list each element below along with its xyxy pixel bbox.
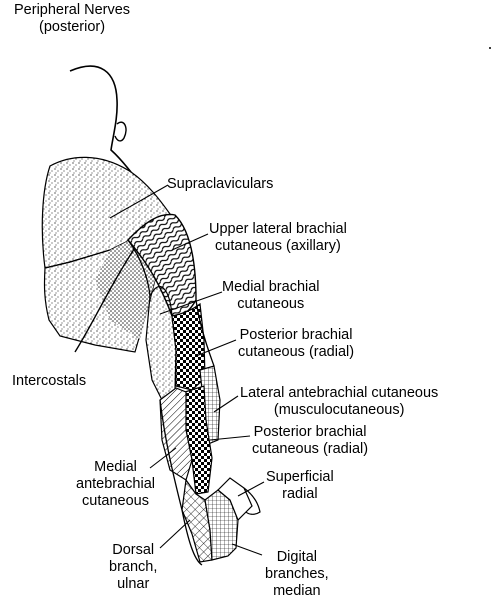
label-medial-brachial-line-1: Medial brachial — [222, 279, 320, 296]
label-posterior-brachial-2: Posterior brachial cutaneous (radial) — [252, 424, 368, 458]
label-superficial-radial-line-2: radial — [266, 486, 334, 503]
label-upper-lateral-brachial-line-2: cutaneous (axillary) — [209, 238, 347, 255]
label-superficial-radial-line-1: Superficial — [266, 469, 334, 486]
label-medial-antebrachial: Medial antebrachial cutaneous — [76, 459, 155, 510]
label-upper-lateral-brachial: Upper lateral brachial cutaneous (axilla… — [209, 221, 347, 255]
label-lateral-antebrachial-line-2: (musculocutaneous) — [240, 402, 438, 419]
head-outline — [70, 66, 131, 172]
label-digital-branches-median-line-3: median — [265, 583, 329, 600]
label-dorsal-branch-ulnar: Dorsal branch, ulnar — [109, 542, 157, 593]
label-digital-branches-median: Digital branches, median — [265, 549, 329, 600]
label-lateral-antebrachial-line-1: Lateral antebrachial cutaneous — [240, 385, 438, 402]
label-medial-antebrachial-line-1: Medial — [76, 459, 155, 476]
label-intercostals: Intercostals — [12, 373, 86, 390]
figure-title: Peripheral Nerves (posterior) — [14, 2, 130, 36]
label-medial-antebrachial-line-3: cutaneous — [76, 493, 155, 510]
label-medial-brachial: Medial brachial cutaneous — [222, 279, 320, 313]
label-medial-brachial-line-2: cutaneous — [222, 296, 320, 313]
stray-mark — [489, 47, 491, 49]
label-supraclaviculars-text: Supraclaviculars — [167, 176, 273, 193]
label-dorsal-branch-ulnar-line-1: Dorsal — [109, 542, 157, 559]
label-upper-lateral-brachial-line-1: Upper lateral brachial — [209, 221, 347, 238]
label-posterior-brachial-1-line-2: cutaneous (radial) — [238, 344, 354, 361]
ear-outline — [115, 122, 126, 141]
label-dorsal-branch-ulnar-line-3: ulnar — [109, 576, 157, 593]
label-intercostals-text: Intercostals — [12, 373, 86, 390]
label-dorsal-branch-ulnar-line-2: branch, — [109, 559, 157, 576]
label-lateral-antebrachial: Lateral antebrachial cutaneous (musculoc… — [240, 385, 438, 419]
label-medial-antebrachial-line-2: antebrachial — [76, 476, 155, 493]
label-posterior-brachial-1: Posterior brachial cutaneous (radial) — [238, 327, 354, 361]
label-digital-branches-median-line-2: branches, — [265, 566, 329, 583]
region-posterior-brachial-1 — [172, 304, 205, 390]
label-posterior-brachial-2-line-2: cutaneous (radial) — [252, 441, 368, 458]
label-superficial-radial: Superficial radial — [266, 469, 334, 503]
title-line-2: (posterior) — [14, 19, 130, 36]
title-line-1: Peripheral Nerves — [14, 2, 130, 19]
label-digital-branches-median-line-1: Digital — [265, 549, 329, 566]
label-posterior-brachial-2-line-1: Posterior brachial — [252, 424, 368, 441]
label-posterior-brachial-1-line-1: Posterior brachial — [238, 327, 354, 344]
label-supraclaviculars: Supraclaviculars — [167, 176, 273, 193]
